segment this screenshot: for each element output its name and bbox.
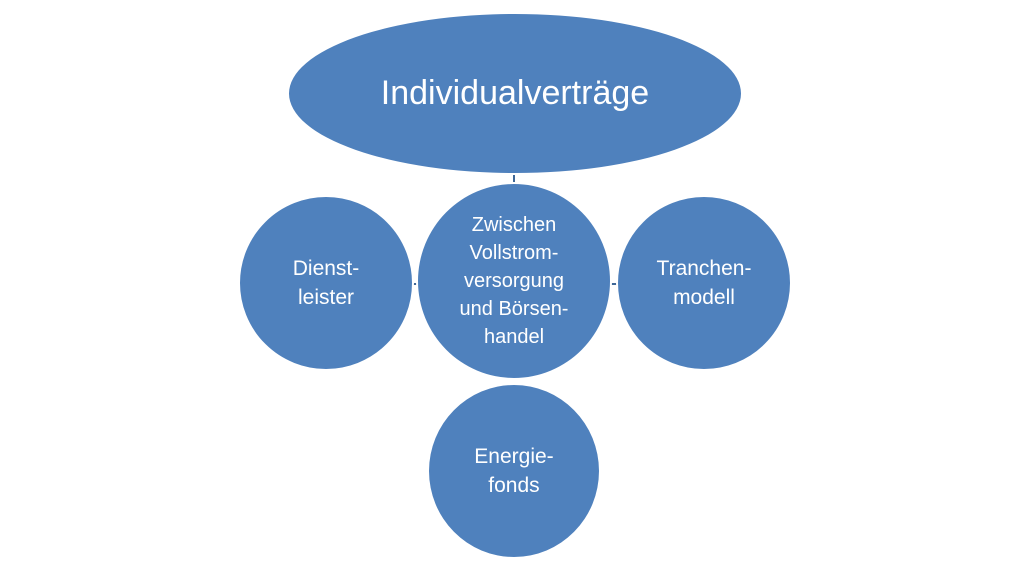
node-energiefonds[interactable]: Energie- fonds (427, 383, 601, 559)
node-label: Individualverträge (380, 74, 650, 112)
connector-left-center (413, 283, 417, 285)
node-label: Dienst- leister (292, 257, 360, 309)
connector-right-center (611, 283, 617, 285)
node-zwischen-vollstromversorgung[interactable]: Zwischen Vollstrom- versorgung und Börse… (416, 182, 612, 380)
node-label: Energie- fonds (474, 445, 554, 497)
node-tranchenmodell[interactable]: Tranchen- modell (616, 195, 792, 371)
connector-top-center (513, 175, 515, 183)
node-dienstleister[interactable]: Dienst- leister (238, 195, 414, 371)
node-label: Tranchen- modell (656, 257, 752, 309)
node-label: Zwischen Vollstrom- versorgung und Börse… (459, 214, 569, 348)
node-individualvertraege[interactable]: Individualverträge (287, 12, 743, 175)
